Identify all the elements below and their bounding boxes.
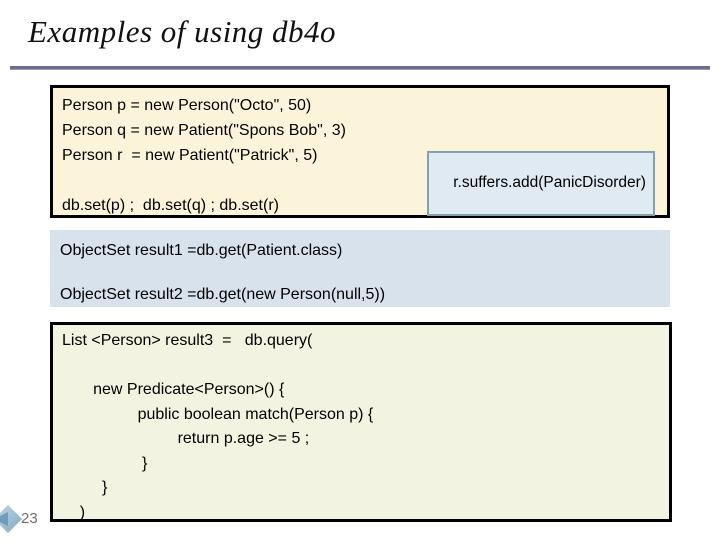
code-block-native-query: List <Person> result3 = db.query( new Pr… [50,322,672,522]
native-query-code: List <Person> result3 = db.query( new Pr… [62,332,374,521]
get-queries-code: ObjectSet result1 =db.get(Patient.class)… [60,242,386,303]
title-divider [10,66,710,70]
code-block-get-queries: ObjectSet result1 =db.get(Patient.class)… [50,230,670,307]
callout-suffers-add: r.suffers.add(PanicDisorder) [427,151,655,216]
page-number: 23 [21,510,38,527]
object-creation-code: Person p = new Person("Octo", 50) Person… [62,97,346,214]
footer-arrow-icon [0,505,22,533]
callout-text: r.suffers.add(PanicDisorder) [453,174,646,191]
page-title: Examples of using db4o [28,14,337,49]
